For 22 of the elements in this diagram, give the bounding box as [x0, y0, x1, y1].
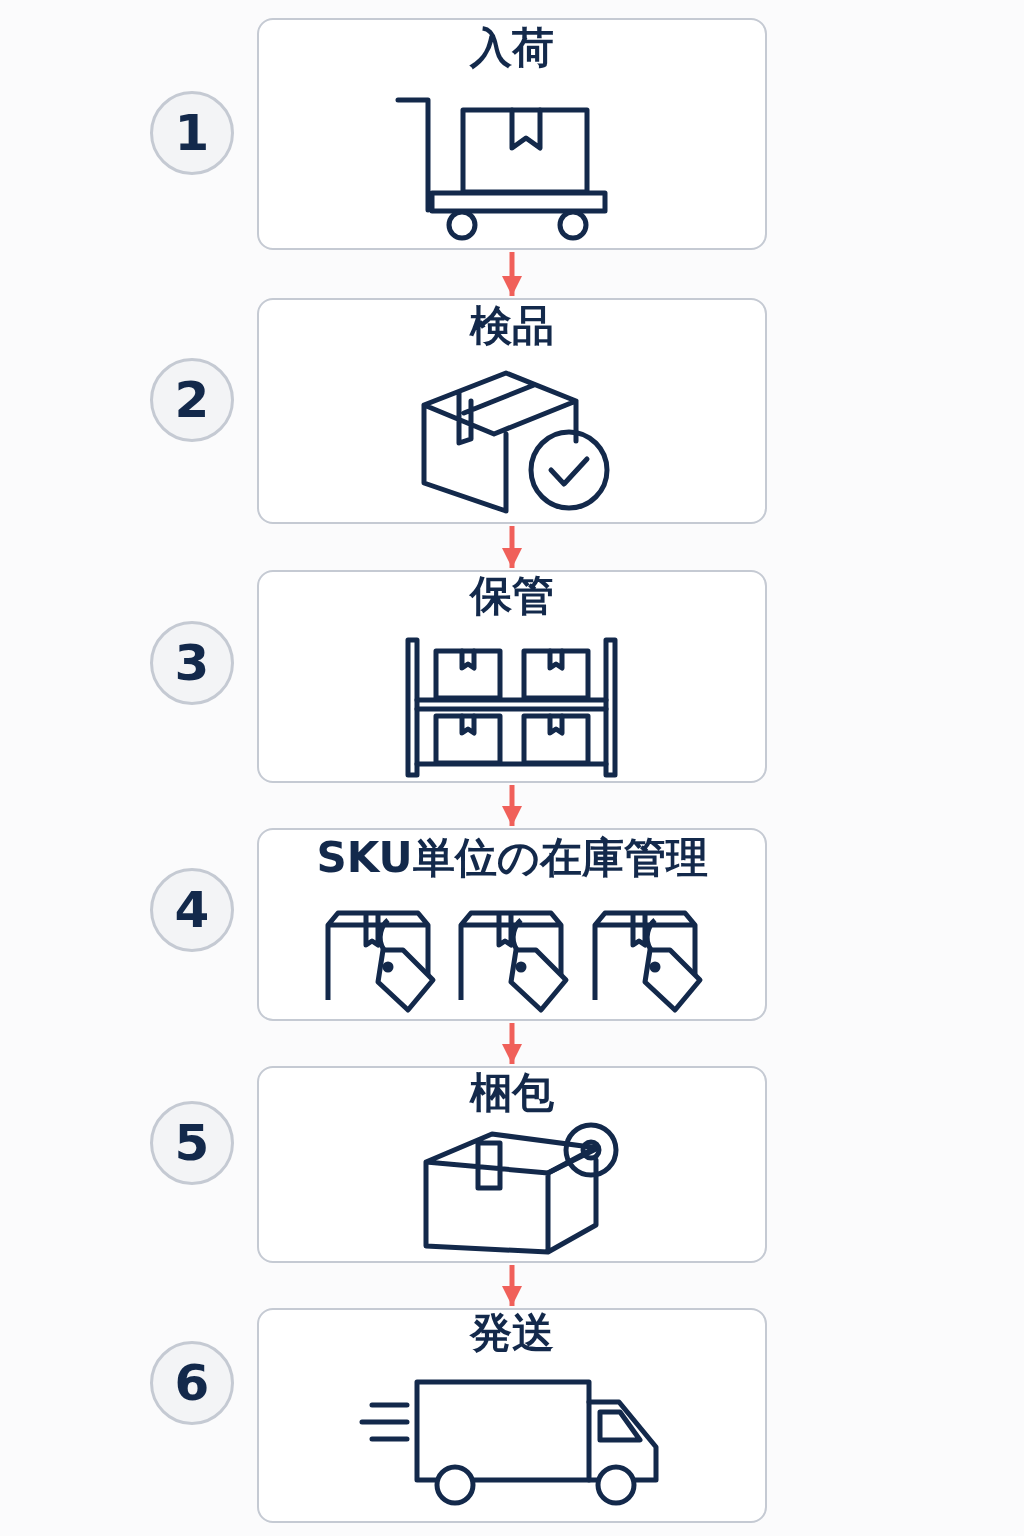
step-title: 検品	[470, 300, 554, 352]
step-number: 4	[174, 881, 210, 939]
step-card	[257, 570, 767, 783]
step-card	[257, 18, 767, 250]
step-number: 6	[174, 1354, 210, 1412]
step-title: 発送	[470, 1307, 554, 1359]
step-title: 入荷	[470, 22, 554, 74]
arrow	[502, 252, 522, 296]
step-title: SKU単位の在庫管理	[316, 832, 708, 884]
step-number: 5	[174, 1114, 210, 1172]
arrow	[502, 1265, 522, 1306]
arrow	[502, 526, 522, 568]
step-card	[257, 298, 767, 524]
step-number: 2	[174, 371, 210, 429]
step-card	[257, 1308, 767, 1523]
arrow	[502, 1023, 522, 1064]
arrow	[502, 785, 522, 826]
step-number: 1	[174, 104, 210, 162]
step-title: 保管	[470, 570, 554, 622]
step-title: 梱包	[470, 1067, 554, 1119]
step-number: 3	[174, 634, 210, 692]
step-card	[257, 1066, 767, 1263]
